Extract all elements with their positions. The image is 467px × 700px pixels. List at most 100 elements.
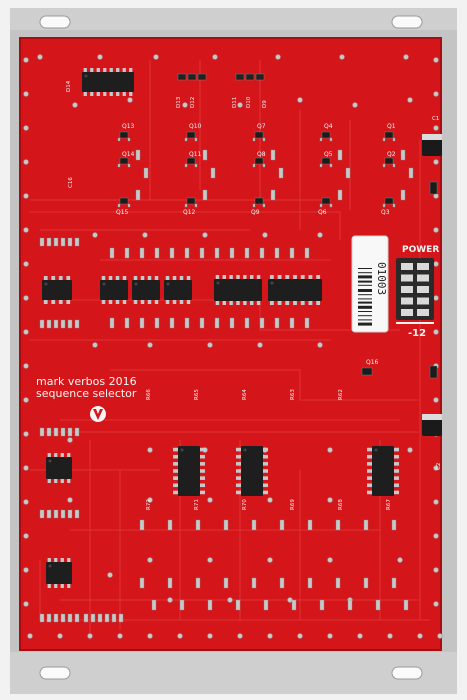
smd-transistor-leg [127, 137, 131, 142]
smd-transistor-leg [184, 163, 188, 168]
silk-cap-label: C1 [432, 116, 439, 122]
ic-pin [140, 300, 145, 304]
power-header-pin [417, 286, 429, 293]
barcode-bar [358, 305, 372, 309]
silk-transistor-label: Q7 [257, 123, 266, 130]
ic-pin [179, 300, 184, 304]
solder-pad [23, 601, 29, 607]
smd-resistor [154, 317, 160, 329]
ic-u2 [42, 276, 72, 304]
solder-pad [207, 497, 213, 503]
smd-resistor [251, 577, 257, 589]
smd-resistor [74, 509, 80, 519]
barcode-bar [358, 284, 372, 286]
solder-pad [57, 633, 63, 639]
ic-pin1-dot [216, 281, 220, 285]
ic-u12 [46, 558, 72, 588]
ic-body [100, 280, 128, 300]
ic-pin [367, 483, 372, 488]
smd-resistor [307, 519, 313, 531]
power-header-stripe [396, 322, 434, 324]
smd-resistor [139, 317, 145, 329]
electrolytic-cap-c1-band [422, 134, 442, 140]
smd-transistor-leg [194, 203, 198, 208]
solder-pad [433, 91, 439, 97]
silk-transistor-label: Q12 [183, 209, 196, 216]
panel-top-strip [10, 8, 457, 30]
smd-transistor-leg [262, 137, 266, 142]
smd-resistor [143, 167, 149, 179]
smd-transistor-leg [382, 203, 386, 208]
solder-pad [257, 342, 263, 348]
ic-pin [394, 462, 399, 466]
ic-pin [122, 276, 127, 280]
smd-resistor [74, 613, 80, 623]
silk-q16: Q16 [366, 359, 379, 366]
smd-resistor [46, 237, 52, 247]
ic-body [42, 280, 72, 300]
smd-resistor [60, 613, 66, 623]
solder-pad [433, 261, 439, 267]
solder-pad [407, 97, 413, 103]
ic-pin [173, 483, 178, 488]
ic-pin [236, 447, 241, 452]
ic-pin [116, 92, 120, 96]
smd-led [187, 73, 197, 81]
smd-transistor [384, 197, 394, 205]
ic-pin [243, 275, 247, 279]
solder-pad [417, 633, 423, 639]
silk-led-label: D14 [66, 80, 72, 92]
ic-pin [263, 476, 268, 480]
solder-pad [23, 465, 29, 471]
pcb-edge-shadow [19, 37, 442, 651]
smd-led [255, 73, 265, 81]
smd-resistor [67, 237, 73, 247]
smd-resistor [53, 237, 59, 247]
smd-resistor [60, 237, 66, 247]
ic-pin [394, 447, 399, 452]
ic-pin1-dot [84, 74, 88, 78]
smd-resistor [151, 599, 157, 611]
silk-transistor-label: Q14 [122, 151, 135, 158]
ic-u10 [367, 446, 399, 496]
ic-pin [269, 301, 274, 305]
smd-resistor [400, 149, 406, 161]
solder-pad [23, 159, 29, 165]
silkscreen-labels: mark verbos 2016 sequence selector POWER… [36, 80, 442, 510]
solder-pad [212, 54, 218, 60]
power-header-pin [401, 309, 413, 316]
smd-resistor [39, 237, 45, 247]
smd-transistor-leg [392, 137, 396, 142]
smd-transistor [254, 157, 264, 165]
solder-pad [37, 54, 43, 60]
smd-resistor [391, 577, 397, 589]
solder-pad [67, 437, 73, 443]
silk-resistor-label: R68 [338, 499, 344, 510]
smd-resistor [235, 599, 241, 611]
smd-resistor [335, 577, 341, 589]
ic-pin [236, 469, 241, 473]
solder-pad [27, 633, 33, 639]
ic-pin [47, 479, 51, 483]
smd-resistor [263, 599, 269, 611]
solder-pad [202, 232, 208, 238]
ic-pin [165, 300, 170, 304]
smd-resistor [400, 189, 406, 201]
solder-pad [127, 97, 133, 103]
ic-pin [83, 68, 87, 72]
ic-pin [215, 301, 220, 305]
ic-pin [316, 301, 321, 305]
solder-pad [433, 601, 439, 607]
smd-resistor [179, 599, 185, 611]
ic-pin [367, 490, 372, 495]
solder-pad [433, 499, 439, 505]
ic-pin [308, 301, 313, 305]
solder-pad [317, 342, 323, 348]
smd-resistor [124, 247, 130, 259]
smd-transistor [321, 131, 331, 139]
smd-resistor [184, 247, 190, 259]
solder-pad [167, 597, 173, 603]
ic-pin [47, 453, 51, 457]
ic-pin [215, 275, 220, 279]
solder-pad [23, 567, 29, 573]
